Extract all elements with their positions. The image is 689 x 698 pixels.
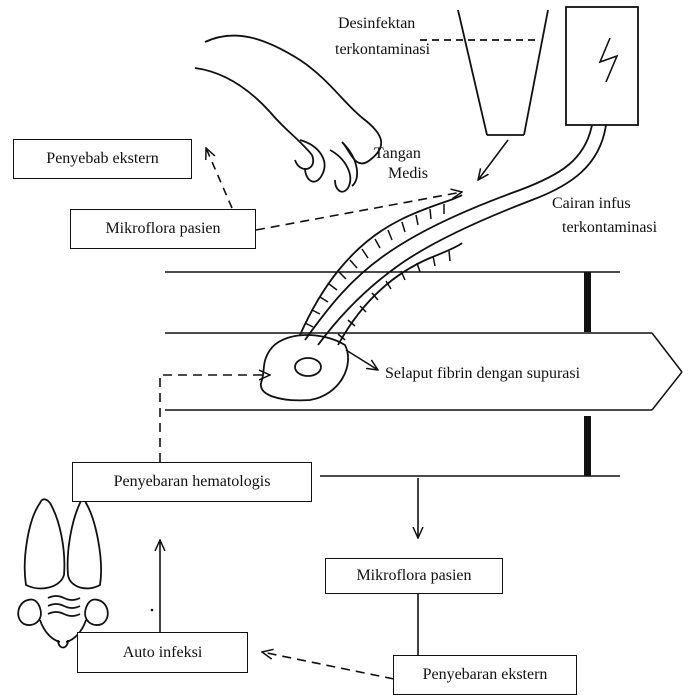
box-penyebaran-ekstern: Penyebaran ekstern — [393, 655, 577, 695]
arrow-to-penyebab-ekstern — [206, 148, 232, 208]
box-penyebab-ekstern: Penyebab ekstern — [13, 139, 192, 179]
label-desinfektan: Desinfektan — [338, 14, 415, 33]
catheter-icon — [261, 125, 606, 400]
infusion-bag-icon — [566, 7, 638, 125]
lungs-kidneys-icon — [18, 499, 108, 647]
arrow-to-selaput — [346, 350, 378, 370]
arrow-hematologis-to-tip — [160, 375, 270, 462]
arrow-mikroflora-to-insertion — [256, 192, 462, 230]
disinfectant-bottle-icon — [420, 10, 548, 135]
arrow-desinfektan — [478, 140, 508, 180]
label-terkontaminasi-desinfektan: terkontaminasi — [335, 40, 430, 59]
label-selaput-fibrin: Selaput fibrin dengan supurasi — [385, 364, 580, 383]
label-cairan-infus: Cairan infus — [552, 194, 631, 213]
box-penyebaran-hematologis: Penyebaran hematologis — [72, 462, 312, 502]
box-mikroflora-pasien-top: Mikroflora pasien — [70, 209, 256, 249]
box-mikroflora-pasien-bottom: Mikroflora pasien — [325, 558, 503, 594]
label-medis: Medis — [388, 164, 428, 183]
label-tangan: Tangan — [374, 144, 421, 163]
arrow-ekstern-to-auto — [262, 652, 394, 679]
stray-dot — [151, 609, 154, 612]
box-auto-infeksi: Auto infeksi — [77, 632, 248, 673]
label-terkontaminasi-cairan: terkontaminasi — [562, 218, 657, 237]
